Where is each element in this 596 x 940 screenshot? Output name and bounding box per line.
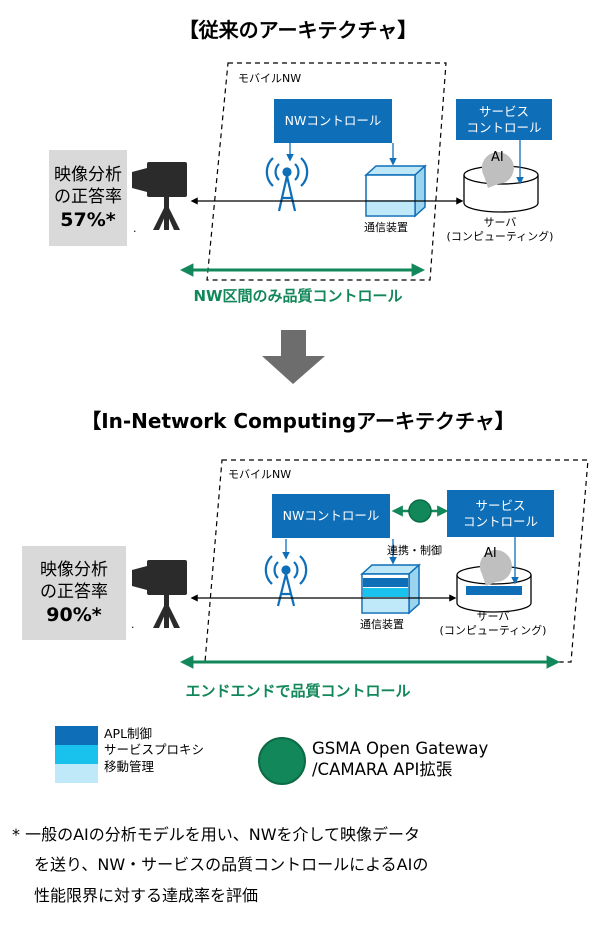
footnote: * 一般のAIの分析モデルを用い、NWを介して映像データ を送り、NW・サービス… <box>12 820 592 911</box>
accuracy-label-top-line2: の正答率 <box>54 186 122 207</box>
comm-device-icon-bottom <box>360 563 421 615</box>
dot-top: . <box>133 222 137 235</box>
mobile-nw-label-top: モバイルNW <box>238 72 302 85</box>
accuracy-box-top: 映像分析 の正答率 57%* <box>49 150 127 246</box>
accuracy-value-bottom: 90%* <box>46 603 102 626</box>
nw-control-box-bottom: NWコントロール <box>272 494 390 538</box>
legend-apl-label: APL制御 <box>104 726 153 741</box>
footnote-line1: * 一般のAIの分析モデルを用い、NWを介して映像データ <box>12 825 421 844</box>
server-label-bottom-line1: サーバ <box>476 610 510 623</box>
camera-icon-top <box>132 162 187 230</box>
dot-bottom: . <box>131 618 135 631</box>
accuracy-value-top: 57%* <box>60 208 116 231</box>
mobile-nw-label-bottom: モバイルNW <box>228 468 292 481</box>
ai-badge-bottom <box>479 550 512 586</box>
legend-labels: APL制御 サービスプロキシ 移動管理 <box>104 726 204 775</box>
legend-proxy-label: サービスプロキシ <box>104 742 205 758</box>
ai-badge-top <box>481 152 514 188</box>
camera-icon-bottom <box>132 560 187 628</box>
footnote-line2: を送り、NW・サービスの品質コントロールによるAIの <box>34 855 429 875</box>
legend-gsma-label: GSMA Open Gateway /CAMARA API拡張 <box>312 738 488 781</box>
accuracy-label-top-line1: 映像分析 <box>54 164 122 185</box>
ai-label-bottom: AI <box>484 546 497 561</box>
comm-device-icon-top <box>364 164 427 218</box>
accuracy-label-bottom-line2: の正答率 <box>40 581 108 602</box>
mobile-nw-boundary-top <box>206 62 447 281</box>
antenna-icon-bottom <box>264 555 308 607</box>
server-label-bottom-line2: (コンピューティング) <box>439 624 547 638</box>
ai-label-top: AI <box>491 150 504 165</box>
server-label-top: サーバ (コンピューティング) <box>430 216 570 245</box>
legend-gsma-line2: /CAMARA API拡張 <box>312 760 453 780</box>
gsma-api-circle-bottom <box>408 499 432 523</box>
accuracy-box-bottom: 映像分析 の正答率 90%* <box>22 546 126 640</box>
accuracy-label-bottom-line1: 映像分析 <box>40 559 108 580</box>
title-in-network: 【In-Network Computingアーキテクチャ】 <box>81 409 515 433</box>
service-control-box-top: サービスコントロール <box>456 99 552 140</box>
footnote-line3: 性能限界に対する達成率を評価 <box>34 885 259 905</box>
legend-stack-icon <box>55 726 98 783</box>
nw-control-box-top: NWコントロール <box>274 99 392 143</box>
quality-control-caption-top: NW区間のみ品質コントロール <box>193 287 403 305</box>
comm-device-label-top: 通信装置 <box>364 221 408 234</box>
coordination-label: 連携・制御 <box>387 544 442 557</box>
server-label-bottom: サーバ (コンピューティング) <box>418 610 568 639</box>
legend-gsma-circle <box>258 737 306 785</box>
comm-device-label-bottom: 通信装置 <box>360 618 404 631</box>
transition-down-arrow <box>262 330 325 384</box>
legend-gsma-line1: GSMA Open Gateway <box>312 739 489 758</box>
service-control-box-bottom: サービスコントロール <box>447 490 554 537</box>
title-conventional: 【従来のアーキテクチャ】 <box>178 18 418 42</box>
quality-control-caption-bottom: エンドエンドで品質コントロール <box>185 682 411 700</box>
server-label-top-line1: サーバ <box>483 216 517 229</box>
antenna-icon-top <box>265 157 309 212</box>
server-label-top-line2: (コンピューティング) <box>446 230 554 244</box>
legend-mobility-label: 移動管理 <box>104 758 155 774</box>
